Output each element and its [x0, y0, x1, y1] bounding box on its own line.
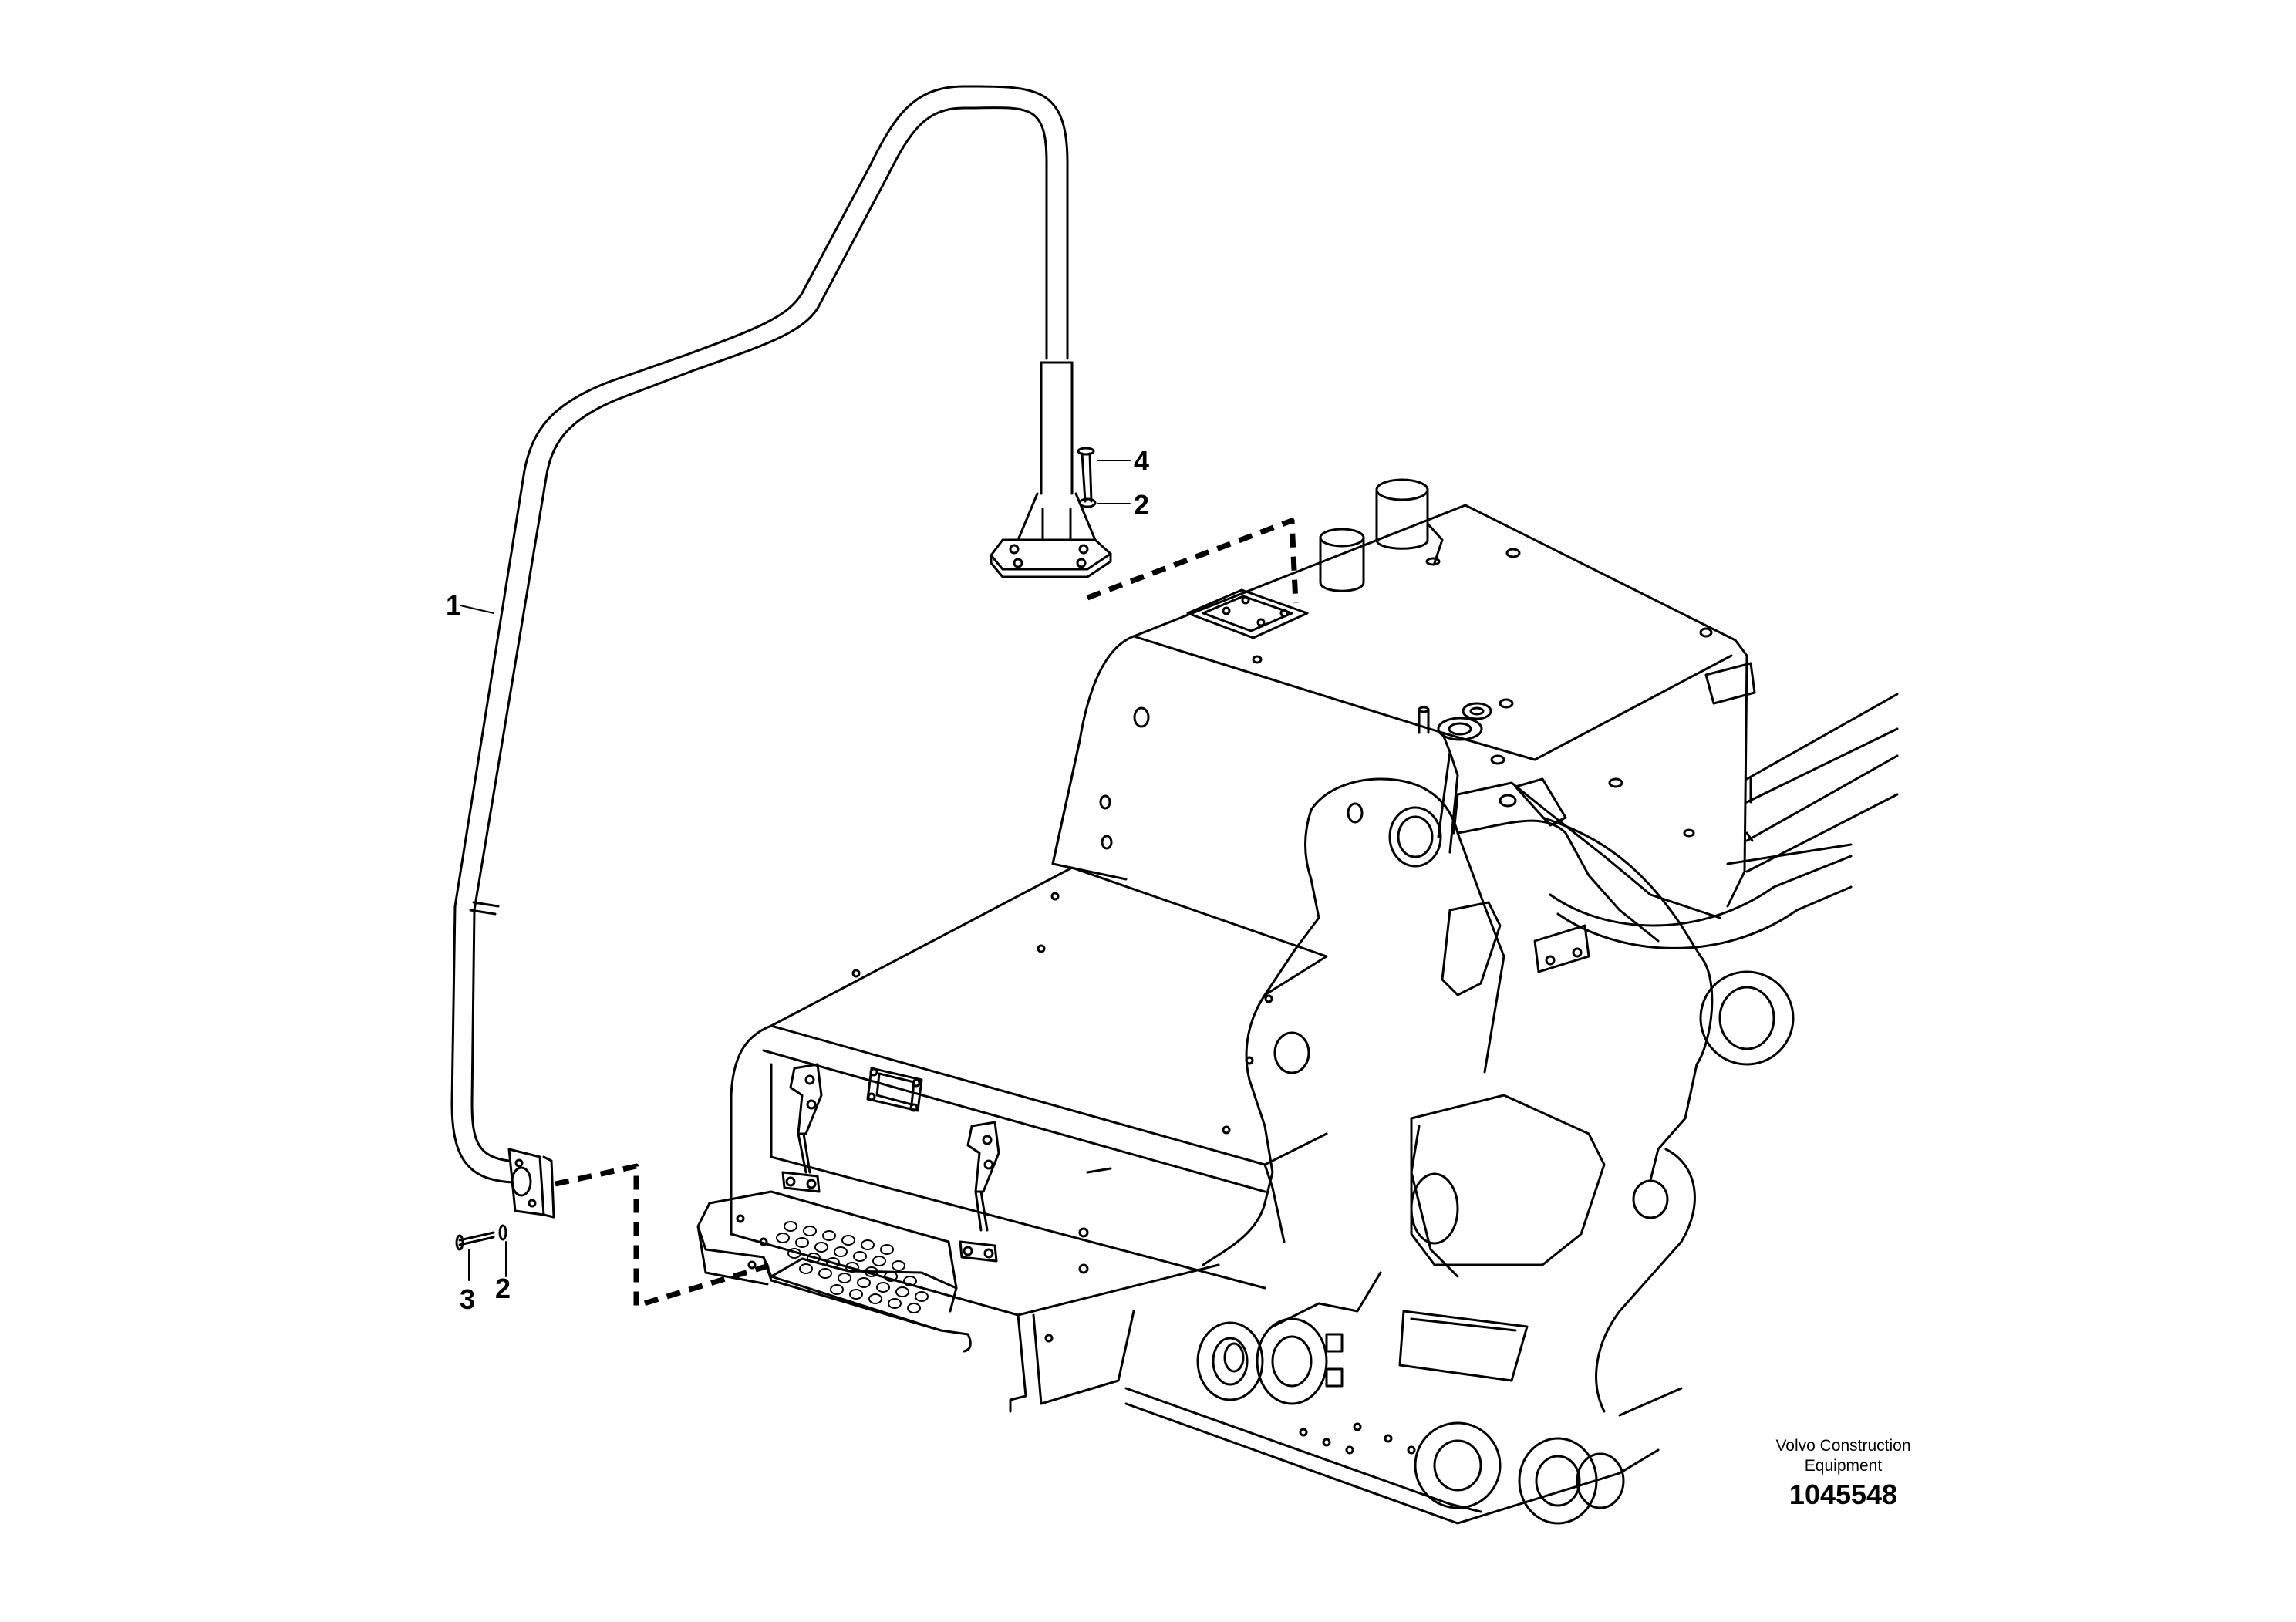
- leader-lines: [460, 460, 1131, 1281]
- callout-1: 1: [446, 589, 461, 621]
- credit-line-2: Equipment: [1804, 1457, 1883, 1475]
- assembly-lines: [555, 518, 1299, 1309]
- assembly-line-lower: [555, 1163, 773, 1309]
- battery-box: [730, 866, 1328, 1413]
- callout-2-lower: 2: [495, 1273, 511, 1304]
- leader-1: [460, 605, 494, 614]
- credit-line-1: Volvo Construction: [1775, 1437, 1911, 1455]
- handrail-part-1: [450, 85, 1112, 1219]
- washer-upper-2: [1078, 497, 1097, 508]
- tank-cover: [1051, 478, 1756, 908]
- bolt-lower-3: [455, 1231, 495, 1251]
- callout-3: 3: [460, 1283, 475, 1315]
- assembly-line-upper: [1086, 518, 1299, 604]
- callout-2-upper: 2: [1134, 489, 1149, 521]
- callout-4: 4: [1134, 445, 1149, 477]
- washer-lower-2: [498, 1224, 507, 1241]
- figure-number: 1045548: [1789, 1479, 1898, 1510]
- fastener-upper-bolt-4: [1077, 447, 1095, 503]
- boom-bracket: [1124, 693, 1899, 1525]
- access-step: [696, 1190, 972, 1353]
